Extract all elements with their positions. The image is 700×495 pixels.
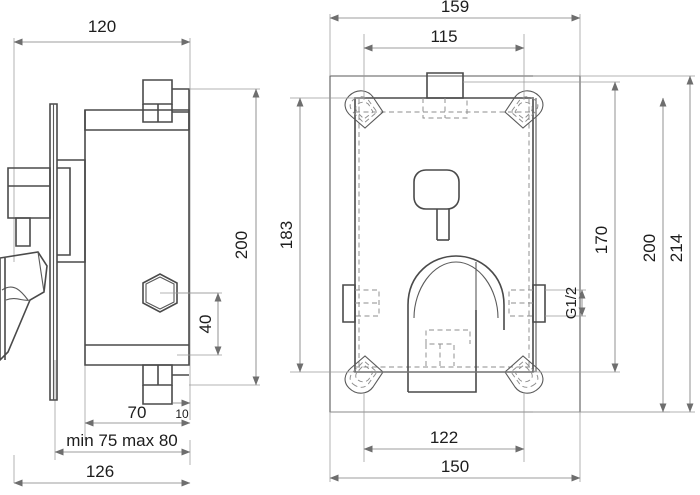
dimension-214: 214 [667, 75, 694, 413]
dimension-40: 40 [177, 292, 222, 356]
side-port-right [508, 284, 546, 323]
left-view-side-elevation: 120 [0, 17, 260, 487]
dimension-115: 115 [363, 27, 525, 52]
dimension-g12: G1/2 [563, 287, 586, 320]
dimension-150-label: 150 [441, 457, 469, 476]
dimension-115-label: 115 [430, 27, 457, 46]
mounting-tab-bottom-right [504, 355, 544, 394]
spout-outlet-front [407, 255, 505, 393]
dimension-10-label: 10 [175, 407, 189, 421]
dimension-200-left-label: 200 [232, 231, 251, 259]
dimension-170: 170 [592, 81, 619, 373]
valve-front-plate [354, 97, 534, 373]
lever-knob-front [413, 169, 460, 241]
top-inlet-boss [422, 72, 468, 119]
dimension-170-label: 170 [592, 226, 611, 254]
dimension-70-label: 70 [128, 403, 147, 422]
bottom-outlet-nozzle [142, 364, 189, 405]
mounting-tab-bottom-left [344, 355, 384, 394]
right-extension-lines [290, 14, 695, 482]
dimension-150: 150 [329, 457, 581, 482]
dimension-159: 159 [329, 0, 581, 22]
dimension-40-label: 40 [196, 315, 215, 334]
dimension-10: 10 [172, 399, 191, 421]
mounting-tab-top-right [504, 90, 544, 129]
valve-body-top-rim [84, 110, 189, 131]
escutcheon-neck [57, 159, 86, 263]
dimension-min-max: min 75 max 80 [54, 431, 191, 456]
dimension-70: 70 [84, 403, 191, 427]
dimension-159-label: 159 [441, 0, 469, 16]
right-view-front-elevation: 159 115 183 170 200 214 G1 [277, 0, 695, 482]
valve-body-outline [84, 109, 190, 366]
dimension-183-label: 183 [277, 221, 296, 249]
dimension-126-label: 126 [86, 462, 114, 481]
rear-cartridge-stub [7, 167, 51, 247]
dimension-200-left: 200 [189, 88, 260, 386]
mounting-tab-top-left [344, 90, 384, 129]
dimension-122-label: 122 [430, 428, 458, 447]
dimension-200-right-label: 200 [640, 234, 659, 262]
side-port-left [342, 284, 380, 323]
wall-plate-escutcheon [49, 103, 58, 401]
dimension-120-label: 120 [88, 17, 116, 36]
dimension-214-label: 214 [667, 234, 686, 262]
dimension-126: 126 [13, 462, 191, 487]
dimension-122: 122 [363, 428, 525, 453]
dimension-min-max-label: min 75 max 80 [66, 431, 178, 450]
dimension-200-right: 200 [640, 97, 667, 413]
lever-handle [0, 251, 48, 362]
dimension-g12-label: G1/2 [563, 287, 580, 320]
top-inlet-nozzle [142, 79, 190, 130]
dimension-120: 120 [13, 17, 191, 46]
dimension-183: 183 [277, 97, 304, 373]
